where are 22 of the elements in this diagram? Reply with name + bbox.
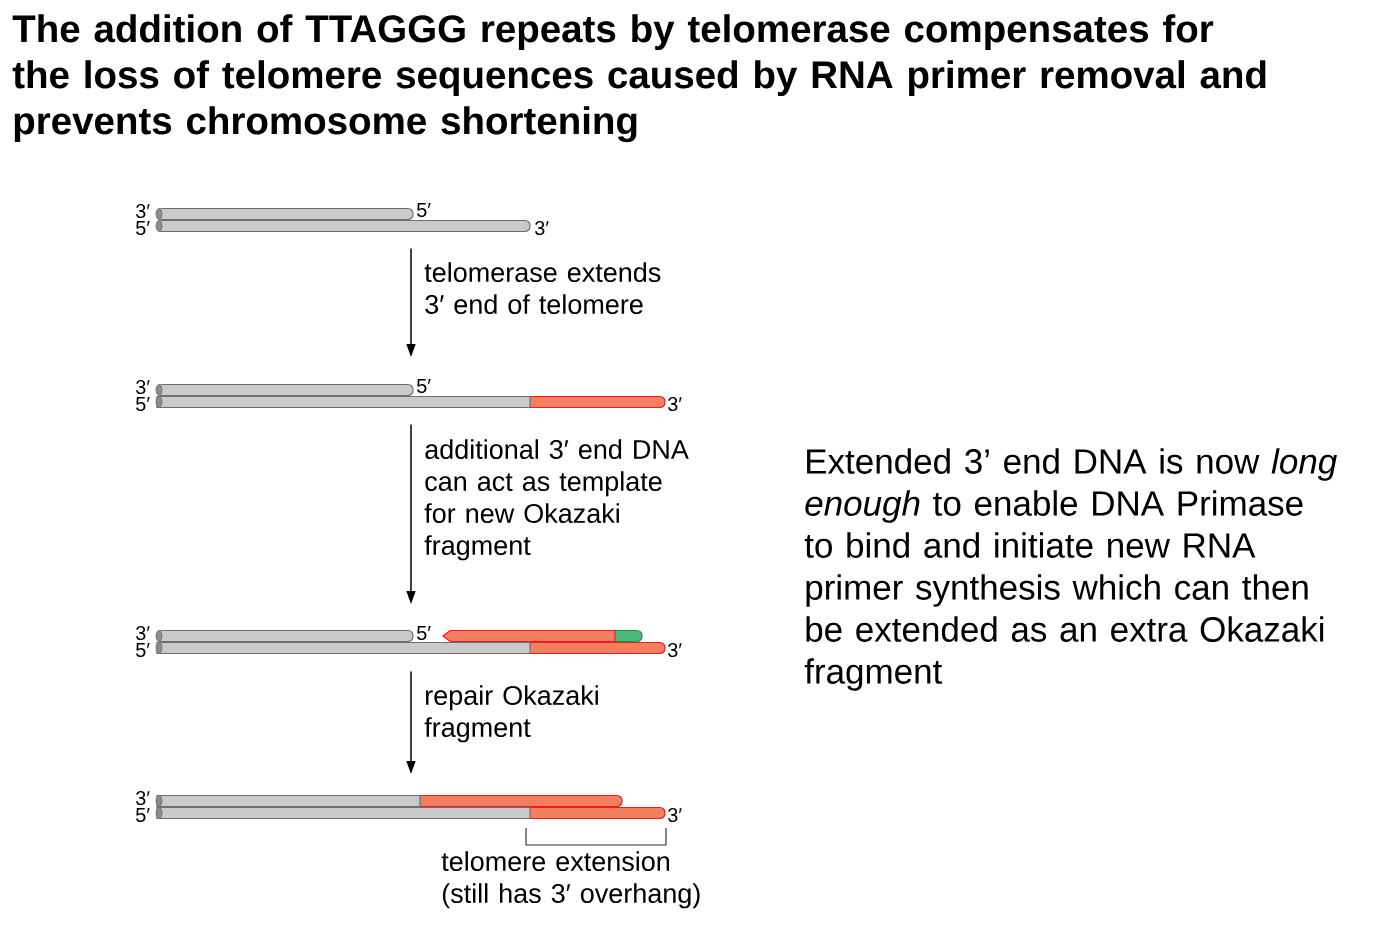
bracket-caption: telomere extension (still has 3′ overhang)	[441, 851, 700, 909]
edge-label: additional 3′ end DNA can act as template for new Okazaki fragment	[424, 439, 689, 561]
end-label: 5′	[136, 221, 150, 235]
end-label: 3′	[535, 220, 549, 236]
end-label: 3′	[136, 790, 150, 806]
end-label: 3′	[668, 642, 682, 658]
end-label: 5′	[417, 626, 431, 640]
edge-label: repair Okazaki fragment	[424, 685, 598, 743]
end-label: 5′	[136, 643, 150, 657]
end-label: 3′	[136, 203, 150, 219]
end-label: 5′	[417, 203, 431, 217]
end-label: 5′	[136, 397, 150, 411]
edge-label: telomerase extends 3′ end of telomere	[424, 262, 661, 315]
end-label: 5′	[417, 379, 431, 393]
end-label: 3′	[136, 625, 150, 641]
end-label: 5′	[136, 808, 150, 822]
end-label: 3′	[668, 807, 682, 823]
end-label: 3′	[668, 396, 682, 412]
dna-drawing	[155, 794, 666, 820]
note: Extended 3’ end DNA is now long enough to enable DNA Primase to bind and initiate new RNA primer synthesis which can then be extended as an extra Okazaki fragment	[804, 448, 1337, 691]
title: The addition of TTAGGG repeats by telomerase compensates for the loss of telomere sequences caused by RNA primer removal and prevents chromosome shortening	[12, 14, 1266, 143]
end-label: 3′	[136, 379, 150, 395]
